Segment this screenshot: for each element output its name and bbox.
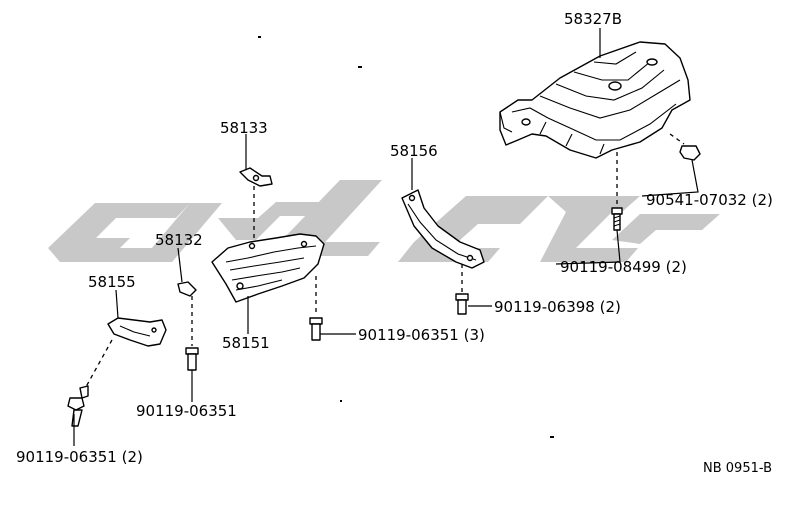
heat-shield-58327b — [499, 41, 691, 159]
bolt-90119-08499 — [611, 207, 623, 231]
bolt-90119-06398 — [455, 293, 469, 315]
bolt-90119-06351-center — [309, 317, 323, 341]
clip-58133 — [239, 167, 273, 187]
bolt-90119-06351-left — [185, 347, 199, 371]
bracket-58155 — [107, 317, 167, 347]
label-58155: 58155 — [88, 273, 136, 291]
label-90119-06398: 90119-06398 (2) — [494, 298, 621, 316]
pin-58132 — [177, 281, 197, 297]
label-58156: 58156 — [390, 142, 438, 160]
label-58327b: 58327B — [564, 10, 622, 28]
nut-90541-07032 — [679, 145, 701, 161]
label-90119-06351-2: 90119-06351 (2) — [16, 448, 143, 466]
label-58132: 58132 — [155, 231, 203, 249]
bolt-90119-06351-bottom-left — [67, 385, 89, 427]
label-90119-06351: 90119-06351 — [136, 402, 237, 420]
label-90119-08499: 90119-08499 (2) — [560, 258, 687, 276]
heat-shield-58151 — [211, 233, 325, 303]
bracket-58156 — [401, 189, 485, 269]
label-90119-06351-3: 90119-06351 (3) — [358, 326, 485, 344]
label-90541-07032: 90541-07032 (2) — [646, 191, 773, 209]
label-58151: 58151 — [222, 334, 270, 352]
label-58133: 58133 — [220, 119, 268, 137]
figure-reference: NB 0951-B — [703, 461, 772, 476]
